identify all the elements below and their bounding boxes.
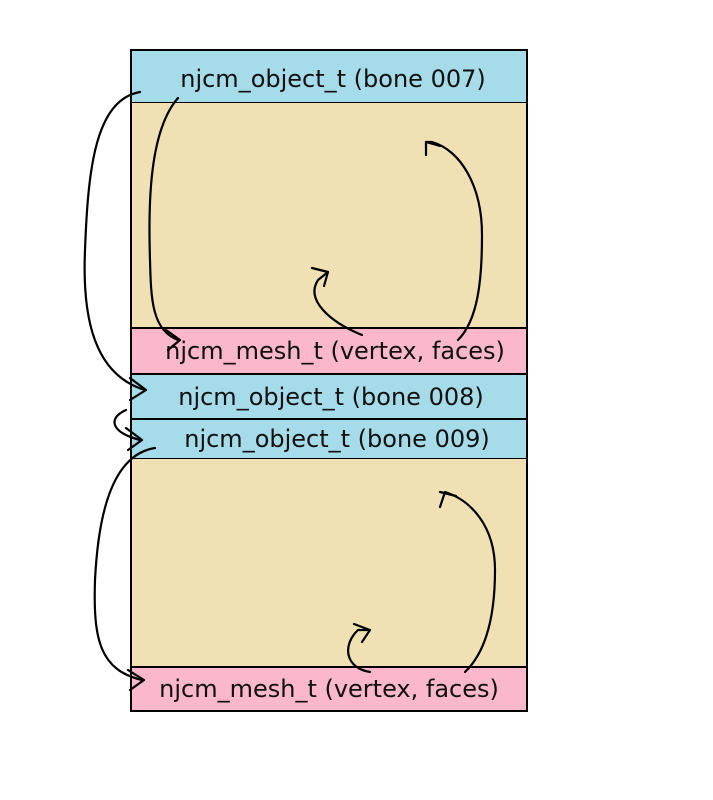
object-label: njcm_object_t (bone 008) [178,382,484,411]
mesh-label: njcm_mesh_t (vertex, faces) [159,675,499,703]
object-block-bone-009: njcm_object_t (bone 009) [130,418,528,460]
object-label: njcm_object_t (bone 007) [180,65,486,93]
mesh-block: njcm_mesh_t (vertex, faces) [130,327,528,375]
mesh-label: njcm_mesh_t (vertex, faces) [165,337,505,365]
data-region [130,102,528,329]
mesh-block: njcm_mesh_t (vertex, faces) [130,666,528,712]
object-block-bone-007: njcm_object_t (bone 007) [130,49,528,104]
data-region [130,458,528,668]
object-block-bone-008: njcm_object_t (bone 008) [130,373,528,420]
object-label: njcm_object_t (bone 009) [184,425,490,453]
